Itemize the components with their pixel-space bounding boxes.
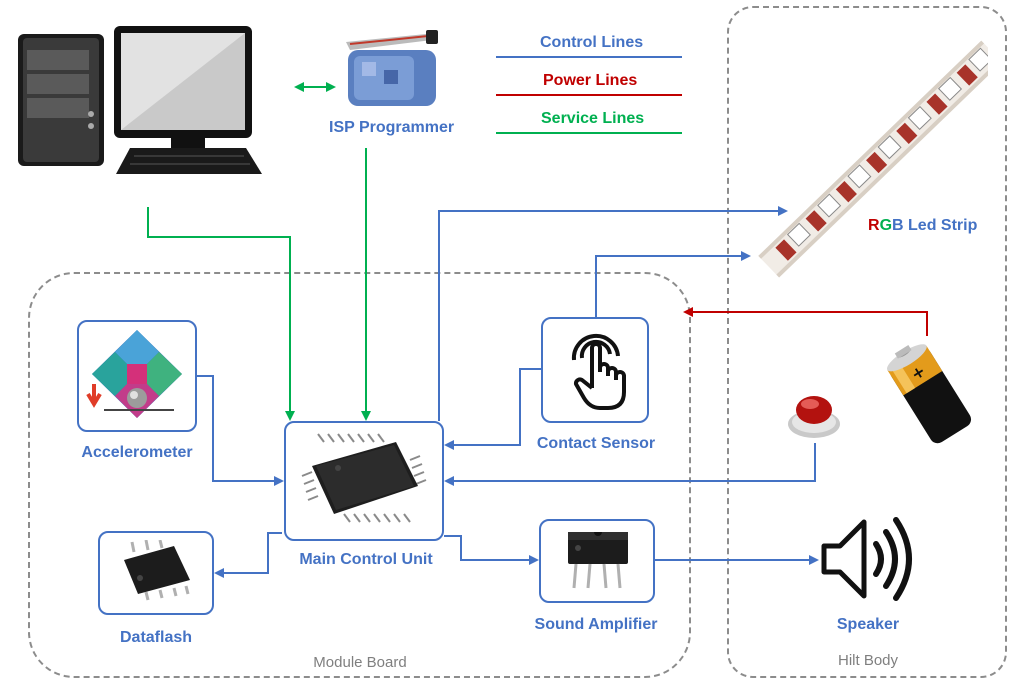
microcontroller-chip-icon [301,433,427,523]
isp-programmer-icon [346,30,438,106]
led-strip-label-b: B [892,217,904,234]
led-strip-label: RGB Led Strip [868,217,977,235]
amplifier-chip-icon [568,532,628,589]
legend-service-label: Service Lines [541,110,645,127]
main-control-unit-label: Main Control Unit [299,551,433,568]
desktop-computer-icon [18,26,262,174]
push-button-icon [788,396,840,438]
legend-power-label: Power Lines [543,72,638,89]
rgb-led-strip-icon [758,40,988,278]
battery-power-line [683,307,928,336]
led-strip-label-g: G [879,217,893,234]
mcu-dataflash-line [214,532,282,578]
module-board-label: Module Board [313,654,407,671]
speaker-label: Speaker [836,616,900,633]
legend-control-label: Control Lines [540,34,644,51]
accelerometer-icon [86,330,182,418]
led-strip-label-r: R [868,217,880,234]
battery-icon: + [887,344,972,444]
sound-amplifier-label: Sound Amplifier [534,616,658,633]
pc-to-mcu-line [147,207,295,421]
speaker-icon [821,517,912,601]
dataflash-chip-icon [124,540,190,601]
hilt-body-boundary [727,6,1007,678]
contact-sensor-label: Contact Sensor [536,435,656,452]
touch-hand-icon [571,333,626,410]
mcu-to-led-strip-line [438,206,788,421]
contact-sensor-to-mcu-line [444,368,541,450]
isp-programmer-label: ISP Programmer [329,119,455,136]
module-board-boundary [28,272,691,678]
accelerometer-to-mcu-line [197,375,284,486]
button-to-mcu-line [444,443,816,486]
accelerometer-label: Accelerometer [81,444,193,461]
hilt-body-label: Hilt Body [837,652,899,669]
contact-sensor-to-led-strip-line [595,251,751,317]
mcu-to-amplifier-line [444,535,539,565]
led-strip-label-rest: Led Strip [903,217,978,234]
dataflash-label: Dataflash [119,629,193,646]
